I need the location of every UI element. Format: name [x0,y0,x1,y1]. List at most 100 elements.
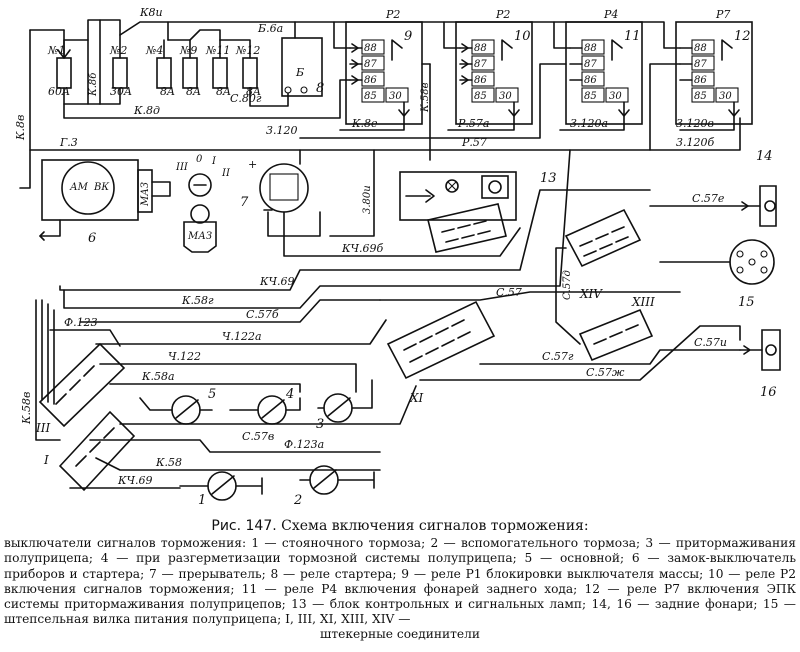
trailer-plug-15: 15 [659,239,775,310]
connector-xiv: XIV [564,208,642,301]
relay-9-pin87: 87 [364,59,377,70]
wire-c57i: С.57и [694,336,727,349]
label-8: 8 [316,81,324,96]
switch-body [41,159,139,221]
fuse-block: №1 60A №2 30A №4 8A №9 8A №11 8A №12 8A … [47,6,296,105]
wiring-diagram: №1 60A №2 30A №4 8A №9 8A №11 8A №12 8A … [14,6,781,508]
relay-10-pin30: 30 [499,91,512,102]
fuse-2-rating: 30A [110,85,132,98]
wire-k58v: К.58в [420,82,431,113]
lamp-block-13: 13 3.80и [329,149,557,253]
fuse-12-no: №12 [235,44,260,57]
wire-g3: Г.3 [59,136,78,149]
wire-r57a: Р.57а [457,117,489,130]
relay-12-name: Р7 [715,8,730,21]
fuse-11-no: №11 [205,44,230,57]
wire-c57g: С.57г [542,350,574,363]
wire-f123: Ф.123 [64,316,98,329]
wire-kch69b: КЧ.69б [341,242,384,255]
relay-11-pin85: 85 [584,91,597,102]
relay-12-pin88: 88 [694,43,707,54]
switch-maz: МАЗ [140,182,151,207]
wire-ch122a: Ч.122а [222,330,262,343]
wire-k58g: К.58г [181,294,214,307]
starter-relay-box [281,37,323,97]
wire-f123a: Ф.123а [284,438,324,451]
wire-k8v: К.8в [14,115,27,141]
fuse-4-rating: 8A [160,85,175,98]
wire-k8b: К.8б [88,72,99,97]
fuse-1-no: №1 [47,44,65,57]
ignition-key: III 0 I II МАЗ [175,154,231,253]
relay-9-pin30: 30 [389,91,402,102]
caption-fig: Рис. 147. [211,518,277,534]
relay-9-pin85: 85 [364,91,377,102]
relay-10-pin88: 88 [474,43,487,54]
relay-12-pin87: 87 [694,59,707,70]
caption-last: штекерные соединители [320,627,480,642]
fuse-2 [112,57,128,89]
wire-c80g: С.80г [230,92,262,105]
caption-text: выключатели сигналов торможения: 1 — сто… [4,536,796,627]
relay-12-num: 12 [734,29,751,44]
relay-10-pin87: 87 [474,59,487,70]
connector-xi: XI [386,300,496,405]
relay-12 [675,21,753,125]
connector-i: I [43,410,136,492]
interrupter-plus: + [248,158,257,171]
label-7: 7 [240,195,249,210]
label-3: 3 [316,417,324,432]
lamp-block [399,171,517,221]
caption-title: Схема включения сигналов торможения: [281,518,589,534]
caption-title-line: Рис. 147. Схема включения сигналов тормо… [4,518,796,534]
key-pos-3: III [175,162,189,173]
wire-ch122: Ч.122 [168,350,201,363]
wire-z120b: 3.120б [676,136,714,149]
tail-lamp-14: 14 С.57е [649,149,777,227]
connector-iii: III [35,342,126,435]
interrupter-7: + 7 [240,149,321,237]
starter-relay-8: Б 8 С.80г [230,21,324,107]
wire-k8i: К8и [139,6,163,19]
key-pos-0: 0 [196,154,203,165]
relay-10-num: 10 [514,29,531,44]
label-4: 4 [285,387,294,402]
relay-group: Р2 9 88 87 86 85 30 Р2 10 88 87 86 85 30… [345,8,753,125]
fuse-12 [242,57,258,89]
wire-c57b: С.57б [246,308,279,321]
harness-upper: К.8д К.8в К.58в 3.120 К.8е Р.57а 3.120а … [14,21,741,189]
relay-9-num: 9 [404,29,412,44]
label-16: 16 [760,385,777,400]
fuse-4 [156,57,172,89]
wire-k58v-left: К.58в [20,392,33,425]
wire-r57: Р.57 [461,136,487,149]
starter-relay-b: Б [295,66,304,79]
relay-10-name: Р2 [495,8,510,21]
fuse-1-rating: 60A [48,85,70,98]
key-pos-1: I [211,156,217,167]
figure-caption: Рис. 147. Схема включения сигналов тормо… [4,518,796,643]
label-2: 2 [293,493,302,508]
label-6: 6 [88,231,96,246]
wire-k8e: К.8е [351,117,378,130]
wire-k58a: К.58а [141,370,175,383]
label-13: 13 [540,171,557,186]
wire-c57v: С.57в [242,430,274,443]
ignition-switch-6: АМ ВК МАЗ 6 [39,159,171,246]
relay-11-pin87: 87 [584,59,597,70]
key-maz: МАЗ [187,231,212,242]
label-14: 14 [756,149,773,164]
wire-c57d: С.57д [562,270,573,300]
wire-z120: 3.120 [266,124,298,137]
wire-k58: К.58 [155,456,182,469]
relay-11-name: Р4 [603,8,618,21]
label-xiv: XIV [579,287,603,301]
brake-switches: 5 4 3 1 2 [139,379,375,508]
relay-10-pin85: 85 [474,91,487,102]
fuse-9-rating: 8A [186,85,201,98]
fuse-11-rating: 8A [216,85,231,98]
tail-lamp-16: 16 [739,329,781,400]
wire-z80i: 3.80и [362,185,373,214]
connector-xiii: XIII [578,295,655,362]
relay-10-pin86: 86 [474,75,487,86]
